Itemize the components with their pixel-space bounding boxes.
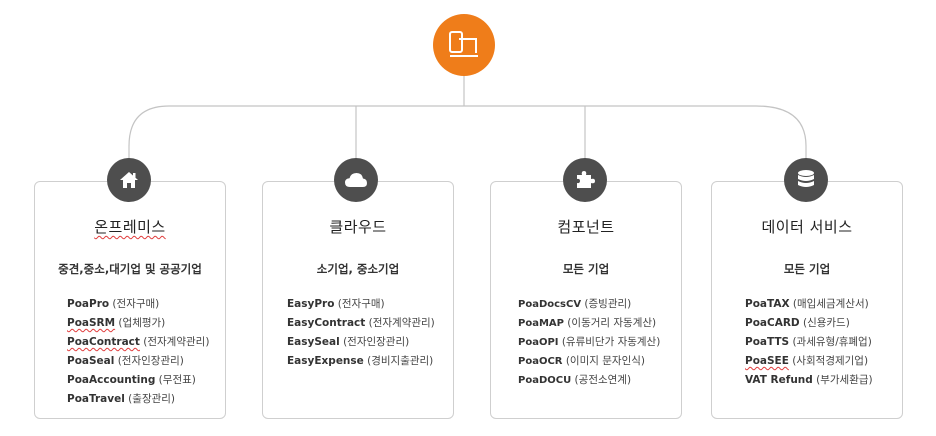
product-name: PoaCARD [745, 317, 800, 329]
product-desc: (전자인장관리) [339, 336, 410, 348]
product-name: PoaPro [67, 298, 110, 310]
product-name: PoaMAP [518, 318, 564, 329]
product-name: PoaOCR [518, 356, 563, 367]
puzzle-icon [577, 171, 595, 188]
list-item: PoaTAX (매입세금계산서) [712, 295, 902, 314]
product-name: EasyExpense [287, 355, 364, 367]
category-title: 데이터 서비스 [761, 218, 853, 236]
product-desc: (무전표) [155, 374, 196, 386]
cloud-icon [345, 173, 367, 187]
product-desc: (전자계약관리) [365, 317, 435, 329]
product-desc: (증빙관리) [581, 298, 632, 310]
product-list: PoaTAX (매입세금계산서) PoaCARD (신용카드) PoaTTS (… [712, 295, 902, 390]
category-icon-badge [334, 158, 378, 202]
list-item: EasyPro (전자구매) [263, 295, 453, 314]
list-item: PoaOCR (이미지 문자인식) [491, 352, 681, 371]
product-desc: (전자계약관리) [139, 336, 210, 348]
product-list: PoaDocsCV (증빙관리) PoaMAP (이동거리 자동계산) PoaO… [491, 295, 681, 390]
category-card-on-premise: 온프레미스 중견,중소,대기업 및 공공기업 PoaPro (전자구매) Poa… [34, 181, 226, 419]
product-name: PoaTravel [67, 393, 125, 405]
product-name: PoaSEE [745, 355, 789, 367]
product-name: PoaSeal [67, 355, 115, 367]
product-desc: (이동거리 자동계산) [563, 317, 657, 329]
list-item: PoaContract (전자계약관리) [35, 333, 225, 352]
product-desc: (업체평가) [115, 317, 166, 329]
product-desc: (전자구매) [334, 298, 385, 310]
product-desc: (경비지출관리) [363, 355, 434, 367]
home-icon [120, 172, 138, 188]
category-icon-badge [784, 158, 828, 202]
list-item: PoaSEE (사회적경제기업) [712, 352, 902, 371]
list-item: PoaPro (전자구매) [35, 295, 225, 314]
category-card-data-service: 데이터 서비스 모든 기업 PoaTAX (매입세금계산서) PoaCARD (… [711, 181, 903, 419]
list-item: EasyContract (전자계약관리) [263, 314, 453, 333]
list-item: VAT Refund (부가세환급) [712, 371, 902, 390]
product-name: EasySeal [287, 336, 340, 348]
hub-devices [433, 14, 495, 76]
category-title: 온프레미스 [94, 218, 166, 236]
product-desc: (부가세환급) [812, 374, 873, 386]
list-item: PoaMAP (이동거리 자동계산) [491, 314, 681, 333]
product-desc: (전자인장관리) [114, 355, 184, 367]
product-desc: (유류비단가 자동계산) [558, 336, 661, 348]
list-item: PoaSRM (업체평가) [35, 314, 225, 333]
product-desc: (과세유형/휴폐업) [789, 336, 872, 348]
product-desc: (신용카드) [799, 317, 850, 329]
list-item: PoaOPI (유류비단가 자동계산) [491, 333, 681, 352]
product-desc: (매입세금계산서) [789, 298, 869, 310]
product-name: PoaDocsCV [518, 299, 582, 310]
category-card-cloud: 클라우드 소기업, 중소기업 EasyPro (전자구매) EasyContra… [262, 181, 454, 419]
product-name: PoaContract [67, 336, 140, 348]
category-title: 클라우드 [329, 218, 387, 236]
category-icon-badge [563, 158, 607, 202]
product-name: PoaSRM [67, 317, 116, 329]
product-name: PoaOPI [518, 337, 559, 348]
list-item: PoaCARD (신용카드) [712, 314, 902, 333]
devices-icon [449, 31, 478, 57]
product-name: PoaTTS [745, 336, 790, 348]
category-subtitle: 소기업, 중소기업 [316, 262, 400, 276]
category-card-component: 컴포넌트 모든 기업 PoaDocsCV (증빙관리) PoaMAP (이동거리… [490, 181, 682, 419]
product-desc: (이미지 문자인식) [562, 355, 645, 367]
product-name: PoaAccounting [67, 374, 156, 386]
list-item: PoaAccounting (무전표) [35, 371, 225, 390]
category-subtitle: 중견,중소,대기업 및 공공기업 [58, 262, 202, 276]
product-list: PoaPro (전자구매) PoaSRM (업체평가) PoaContract … [35, 295, 225, 409]
product-name: EasyContract [287, 317, 366, 329]
list-item: EasyExpense (경비지출관리) [263, 352, 453, 371]
product-name: PoaTAX [745, 298, 790, 310]
list-item: EasySeal (전자인장관리) [263, 333, 453, 352]
product-name: EasyPro [287, 298, 335, 310]
list-item: PoaTTS (과세유형/휴폐업) [712, 333, 902, 352]
list-item: PoaSeal (전자인장관리) [35, 352, 225, 371]
list-item: PoaDOCU (공전소연계) [491, 371, 681, 390]
list-item: PoaTravel (출장관리) [35, 390, 225, 409]
product-name: PoaDOCU [518, 375, 572, 386]
product-list: EasyPro (전자구매) EasyContract (전자계약관리) Eas… [263, 295, 453, 371]
product-desc: (공전소연계) [571, 374, 632, 386]
category-subtitle: 모든 기업 [562, 262, 610, 276]
category-icon-badge [107, 158, 151, 202]
category-subtitle: 모든 기업 [783, 262, 831, 276]
product-desc: (전자구매) [109, 298, 160, 310]
product-desc: (사회적경제기업) [788, 355, 869, 367]
list-item: PoaDocsCV (증빙관리) [491, 295, 681, 314]
product-name: VAT Refund [745, 374, 813, 386]
category-title: 컴포넌트 [557, 218, 615, 236]
product-desc: (출장관리) [124, 393, 176, 405]
database-icon [798, 170, 814, 187]
